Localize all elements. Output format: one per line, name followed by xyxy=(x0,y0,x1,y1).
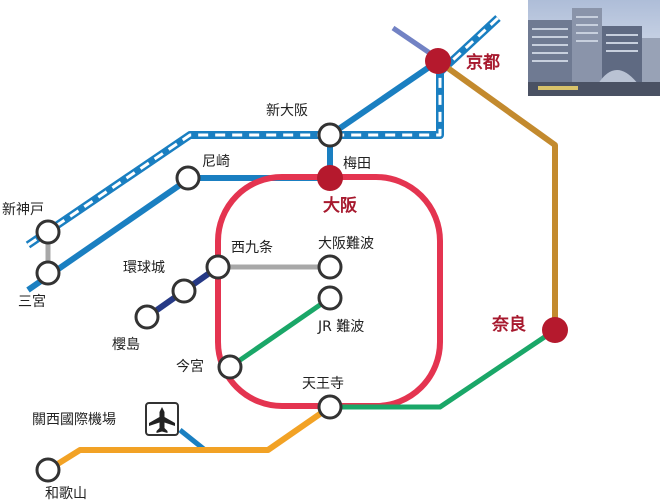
station-kyoto[interactable] xyxy=(425,48,451,74)
station-tennoji[interactable] xyxy=(317,394,343,420)
label-amagasaki: 尼崎 xyxy=(202,154,230,170)
label-kyoto: 京都 xyxy=(466,52,500,73)
station-imamiya[interactable] xyxy=(217,354,243,380)
station-shin-kobe[interactable] xyxy=(35,219,61,245)
airplane-icon[interactable] xyxy=(145,402,179,436)
label-kansai-airport: 關西國際機場 xyxy=(32,412,116,428)
label-jr-namba: JR 難波 xyxy=(317,319,364,335)
label-shin-kobe: 新神戸 xyxy=(2,202,44,218)
label-osaka: 大阪 xyxy=(323,195,357,216)
station-nishikujo[interactable] xyxy=(205,254,231,280)
station-osaka-namba[interactable] xyxy=(317,254,343,280)
label-shin-osaka: 新大阪 xyxy=(266,103,308,119)
station-sannomiya[interactable] xyxy=(35,260,61,286)
station-shin-osaka[interactable] xyxy=(317,122,343,148)
jr-namba-line xyxy=(228,295,332,370)
label-sannomiya: 三宮 xyxy=(18,294,46,310)
kyoto-nara-line xyxy=(436,58,558,330)
label-wakayama: 和歌山 xyxy=(45,486,87,502)
station-osaka[interactable] xyxy=(317,165,343,191)
shinkansen-line xyxy=(25,15,501,249)
station-jr-namba[interactable] xyxy=(317,285,343,311)
hanwa-line xyxy=(46,404,332,473)
label-umeda: 梅田 xyxy=(343,156,371,172)
airport-branch xyxy=(178,428,207,452)
station-sakurajima[interactable] xyxy=(134,304,160,330)
label-osaka-namba: 大阪難波 xyxy=(318,236,374,252)
label-imamiya: 今宮 xyxy=(176,359,204,375)
kyoto-station-photo xyxy=(528,0,660,96)
label-tennoji: 天王寺 xyxy=(302,376,344,392)
station-wakayama[interactable] xyxy=(35,457,61,483)
label-nara: 奈良 xyxy=(491,314,526,335)
label-universal-city: 環球城 xyxy=(123,260,165,276)
label-sakurajima: 櫻島 xyxy=(112,336,140,353)
label-nishikujo: 西九条 xyxy=(231,239,273,256)
station-amagasaki[interactable] xyxy=(175,165,201,191)
station-nara[interactable] xyxy=(542,317,568,343)
station-universal-city[interactable] xyxy=(171,278,197,304)
yamatoji-line xyxy=(330,327,557,410)
